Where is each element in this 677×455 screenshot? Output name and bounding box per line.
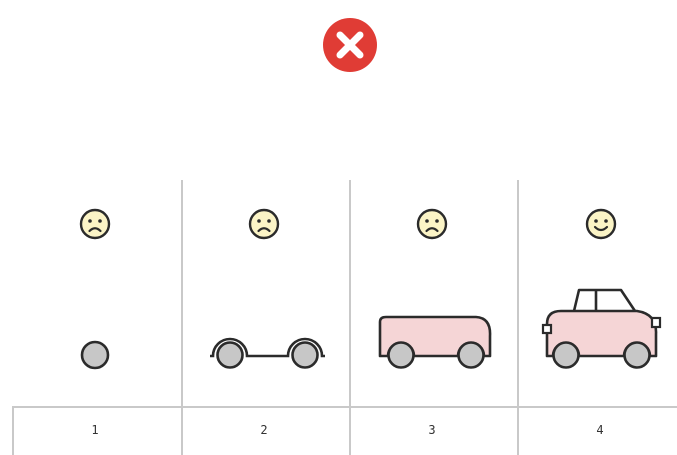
column-divider [517, 180, 519, 455]
stage-label-1: 1 [75, 423, 115, 437]
sad-face-icon [416, 208, 448, 240]
x-mark-icon [322, 17, 378, 73]
stage-label-4: 4 [580, 423, 620, 437]
column-divider [12, 406, 14, 455]
sad-face-icon [79, 208, 111, 240]
sad-face-icon [248, 208, 280, 240]
row-divider [12, 406, 677, 408]
stage-label-2: 2 [244, 423, 284, 437]
happy-face-icon [585, 208, 617, 240]
complete-car-illustration [539, 280, 664, 375]
car-body-illustration [372, 280, 497, 375]
wheels-axle-illustration [205, 280, 330, 375]
column-divider [181, 180, 183, 455]
single-wheel-illustration [70, 280, 120, 375]
stage-label-3: 3 [412, 423, 452, 437]
column-divider [349, 180, 351, 455]
